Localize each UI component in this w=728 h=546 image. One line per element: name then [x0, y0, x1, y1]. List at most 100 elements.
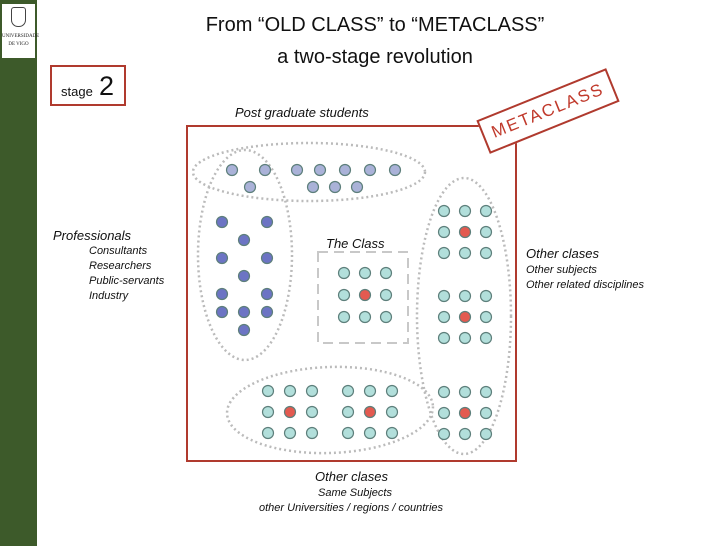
other-class-right-1-student-dot: [458, 204, 472, 218]
other-class-bottom-2-student-dot: [341, 426, 355, 440]
postgrad-dot: [363, 163, 377, 177]
other-class-bottom-1-student-dot: [261, 405, 275, 419]
other-class-bottom-2-student-dot: [363, 426, 377, 440]
other-class-bottom-1-student-dot: [305, 426, 319, 440]
university-logo: UNIVERSIDADE DE VIGO: [2, 4, 39, 58]
other-classes-right-item: Other related disciplines: [526, 279, 645, 291]
other-class-right-3-student-dot: [437, 406, 451, 420]
professionals-ellipse: [196, 148, 294, 362]
other-classes-right-label: Other clases: [526, 246, 599, 261]
postgrad-dot: [350, 180, 364, 194]
other-classes-right-item: Other subjects: [526, 264, 597, 276]
postgrad-dot: [225, 163, 239, 177]
postgrad-dot: [313, 163, 327, 177]
other-class-right-2-student-dot: [479, 310, 493, 324]
professional-item: Public-servants: [89, 275, 165, 287]
other-class-right-2-student-dot: [458, 331, 472, 345]
professional-dot: [237, 305, 251, 319]
postgrad-dot: [258, 163, 272, 177]
other-class-right-2-student-dot: [479, 289, 493, 303]
professional-dot: [215, 287, 229, 301]
other-class-bottom-2-student-dot: [341, 405, 355, 419]
other-class-bottom-1-student-dot: [305, 384, 319, 398]
other-class-right-1-student-dot: [479, 225, 493, 239]
other-class-right-1-student-dot: [479, 246, 493, 260]
postgrad-dot: [388, 163, 402, 177]
the-class-student-dot: [337, 310, 351, 324]
professional-item: Industry: [89, 290, 129, 302]
the-class-student-dot: [358, 266, 372, 280]
the-class-label: The Class: [326, 236, 385, 251]
postgrad-ellipse: [191, 141, 427, 203]
other-class-right-1-student-dot: [437, 225, 451, 239]
professional-dot: [215, 215, 229, 229]
other-class-right-2-student-dot: [479, 331, 493, 345]
professional-dot: [260, 215, 274, 229]
sidebar: UNIVERSIDADE DE VIGO: [0, 0, 39, 546]
postgrad-dot: [328, 180, 342, 194]
other-class-right-3-student-dot: [437, 427, 451, 441]
postgrad-dot: [338, 163, 352, 177]
stage-number: 2: [99, 71, 115, 101]
other-class-right-3-student-dot: [479, 427, 493, 441]
professionals-label: Professionals: [53, 228, 132, 243]
metaclass-frame: [186, 125, 517, 462]
stage-word: stage: [61, 84, 93, 99]
other-classes-bottom-line: other Universities / regions / countries: [259, 502, 444, 514]
postgrad-label: Post graduate students: [235, 105, 369, 120]
other-class-bottom-1-student-dot: [261, 384, 275, 398]
professional-dot: [260, 251, 274, 265]
the-class-student-dot: [379, 288, 393, 302]
other-class-right-1-teacher-dot: [458, 225, 472, 239]
title-line1: From “OLD CLASS” to “METACLASS”: [205, 14, 545, 36]
the-class-student-dot: [379, 310, 393, 324]
crest-icon: [11, 7, 26, 27]
stage-badge: stage 2: [50, 65, 126, 106]
other-class-right-3-student-dot: [479, 406, 493, 420]
other-class-bottom-1-student-dot: [305, 405, 319, 419]
other-class-right-1-student-dot: [479, 204, 493, 218]
other-class-right-2-student-dot: [437, 331, 451, 345]
other-class-bottom-1-student-dot: [261, 426, 275, 440]
other-class-right-3-student-dot: [458, 427, 472, 441]
professional-dot: [260, 287, 274, 301]
other-class-right-3-student-dot: [458, 385, 472, 399]
professional-dot: [215, 305, 229, 319]
logo-text-line2: DE VIGO: [8, 42, 29, 47]
other-class-bottom-2-student-dot: [341, 384, 355, 398]
other-class-bottom-2-student-dot: [363, 384, 377, 398]
professional-dot: [215, 251, 229, 265]
other-class-bottom-1-student-dot: [283, 426, 297, 440]
other-class-right-1-student-dot: [437, 204, 451, 218]
other-class-right-2-student-dot: [437, 289, 451, 303]
other-class-right-3-student-dot: [437, 385, 451, 399]
postgrad-dot: [306, 180, 320, 194]
other-class-right-3-student-dot: [479, 385, 493, 399]
other-class-right-2-teacher-dot: [458, 310, 472, 324]
other-classes-bottom-ellipse: [225, 365, 435, 455]
professional-dot: [237, 323, 251, 337]
other-class-bottom-1-teacher-dot: [283, 405, 297, 419]
other-class-bottom-2-student-dot: [385, 405, 399, 419]
professional-dot: [260, 305, 274, 319]
other-class-bottom-2-teacher-dot: [363, 405, 377, 419]
professional-dot: [237, 269, 251, 283]
the-class-box: [317, 251, 409, 344]
the-class-student-dot: [379, 266, 393, 280]
other-class-right-3-teacher-dot: [458, 406, 472, 420]
professional-dot: [237, 233, 251, 247]
other-classes-bottom-label: Other clases: [315, 469, 388, 484]
postgrad-dot: [243, 180, 257, 194]
the-class-student-dot: [358, 310, 372, 324]
the-class-student-dot: [337, 288, 351, 302]
other-class-right-2-student-dot: [458, 289, 472, 303]
other-class-right-2-student-dot: [437, 310, 451, 324]
other-class-bottom-2-student-dot: [385, 426, 399, 440]
other-classes-bottom-line: Same Subjects: [318, 487, 392, 499]
professional-item: Consultants: [89, 245, 148, 257]
other-class-bottom-2-student-dot: [385, 384, 399, 398]
other-classes-right-ellipse: [415, 176, 513, 456]
the-class-student-dot: [337, 266, 351, 280]
professional-item: Researchers: [89, 260, 152, 272]
